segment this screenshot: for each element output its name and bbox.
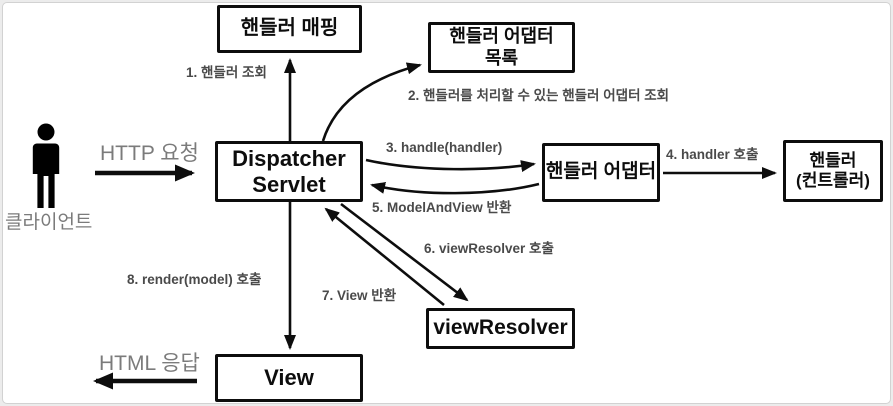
box-handler-adapter-list: 핸들러 어댑터 목록 (428, 22, 575, 73)
box-handler-controller-label-line2: (컨트롤러) (796, 171, 870, 190)
arrow-step5-modelandview-return (370, 182, 540, 195)
box-handler-adapter-list-label-line1: 핸들러 어댑터 (449, 26, 554, 47)
step-label-7: 7. View 반환 (322, 288, 397, 303)
arrow-step6-viewresolver-call (340, 202, 469, 302)
client-label: 클라이언트 (5, 212, 93, 233)
arrow-step3-handle (365, 158, 536, 172)
box-handler-adapter-label: 핸들러 어댑터 (545, 161, 657, 183)
box-handler-controller: 핸들러 (컨트롤러) (783, 140, 883, 202)
step-label-5: 5. ModelAndView 반환 (372, 200, 512, 215)
step-label-4: 4. handler 호출 (666, 147, 759, 162)
box-dispatcher-servlet: Dispatcher Servlet (215, 141, 363, 202)
box-handler-adapter-list-label-line2: 목록 (484, 47, 519, 68)
step-label-1: 1. 핸들러 조회 (186, 65, 267, 80)
box-handler-adapter: 핸들러 어댑터 (542, 143, 660, 202)
box-view-label: View (264, 365, 314, 391)
html-response-label: HTML 응답 (99, 352, 200, 375)
box-view-resolver-label: viewResolver (433, 316, 568, 340)
arrow-step7-view-return (324, 207, 445, 307)
box-dispatcher-servlet-label-line2: Servlet (252, 171, 326, 197)
step-label-3: 3. handle(handler) (386, 140, 503, 155)
arrow-step2-adapter-list-lookup (321, 62, 422, 142)
step-label-8: 8. render(model) 호출 (127, 272, 262, 287)
http-request-label: HTTP 요청 (100, 142, 199, 165)
box-handler-mapping: 핸들러 매핑 (217, 5, 362, 53)
box-view: View (215, 354, 363, 402)
client-person-icon (32, 123, 60, 208)
step-label-6: 6. viewResolver 호출 (424, 241, 554, 256)
box-handler-controller-label-line1: 핸들러 (809, 150, 857, 170)
box-handler-mapping-label: 핸들러 매핑 (240, 17, 339, 40)
box-view-resolver: viewResolver (426, 308, 575, 349)
step-label-2: 2. 핸들러를 처리할 수 있는 핸들러 어댑터 조회 (408, 88, 670, 103)
box-dispatcher-servlet-label-line1: Dispatcher (232, 145, 346, 171)
